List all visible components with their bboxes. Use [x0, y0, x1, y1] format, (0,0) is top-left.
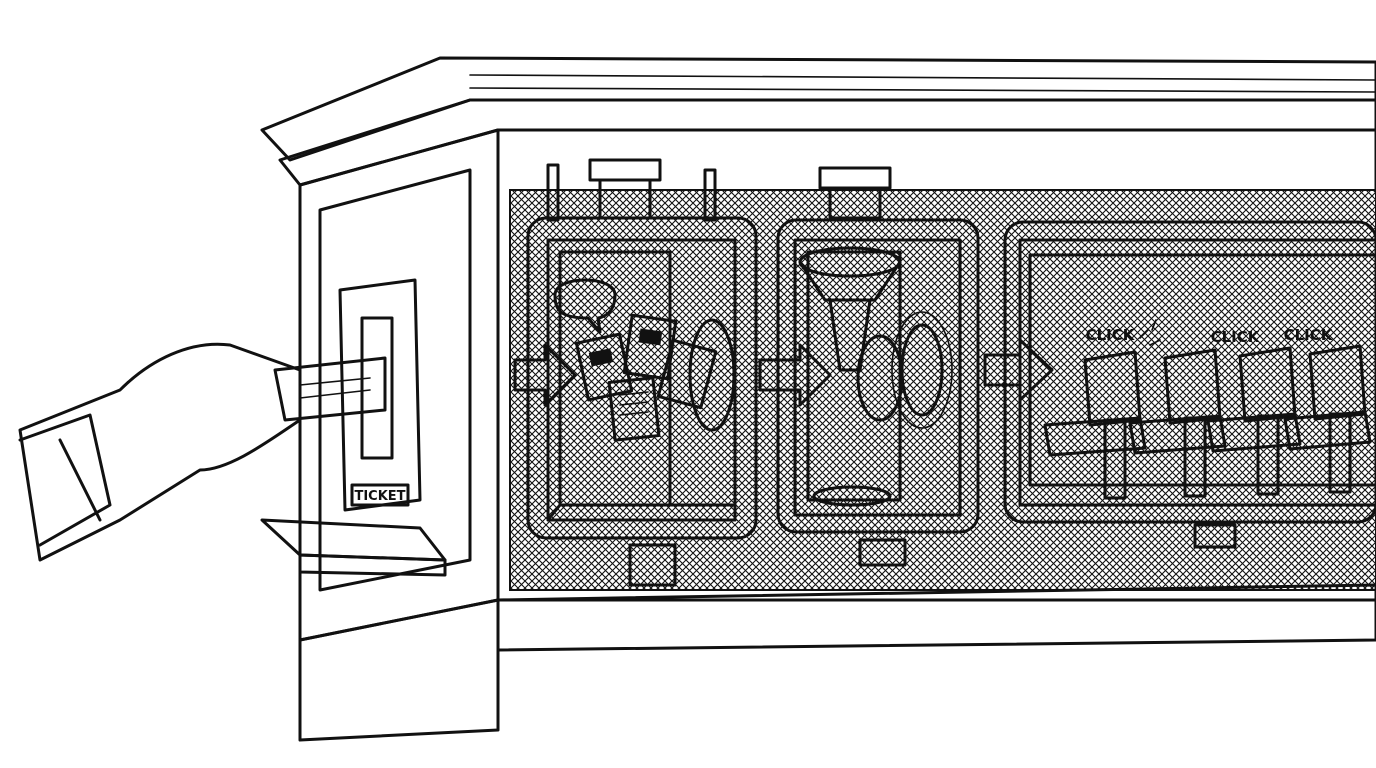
ticket-tray [260, 518, 447, 577]
chamber-one [526, 216, 758, 540]
ticket-slot: TICKET [338, 278, 422, 512]
top-pipes [546, 158, 892, 222]
theater-seat-icon [1043, 350, 1147, 500]
theater-seat-icon [1128, 348, 1227, 498]
cabinet-cornice [260, 56, 1376, 187]
click-label-2: CLICK [1211, 328, 1261, 346]
funnel-icon [798, 246, 904, 422]
ticket-label: TICKET [354, 489, 405, 504]
theater-seat-icon [1283, 344, 1372, 494]
arrow-right-icon [758, 343, 832, 407]
cards-icon [574, 313, 718, 442]
arrow-right-icon [513, 343, 577, 407]
theater-seat-icon [1206, 346, 1302, 496]
click-label-1: CLICK [1086, 326, 1136, 344]
speech-bubble-icon [553, 278, 617, 334]
click-label-3: CLICK [1284, 326, 1334, 344]
chamber-two [776, 218, 980, 534]
bottom-pipes [628, 523, 1237, 587]
hand-icon [18, 342, 302, 562]
cabinet-side-panel [298, 128, 500, 742]
ticket-paper-icon [273, 356, 387, 422]
chamber-three: CLICK CLICK CLICK [1003, 220, 1376, 524]
